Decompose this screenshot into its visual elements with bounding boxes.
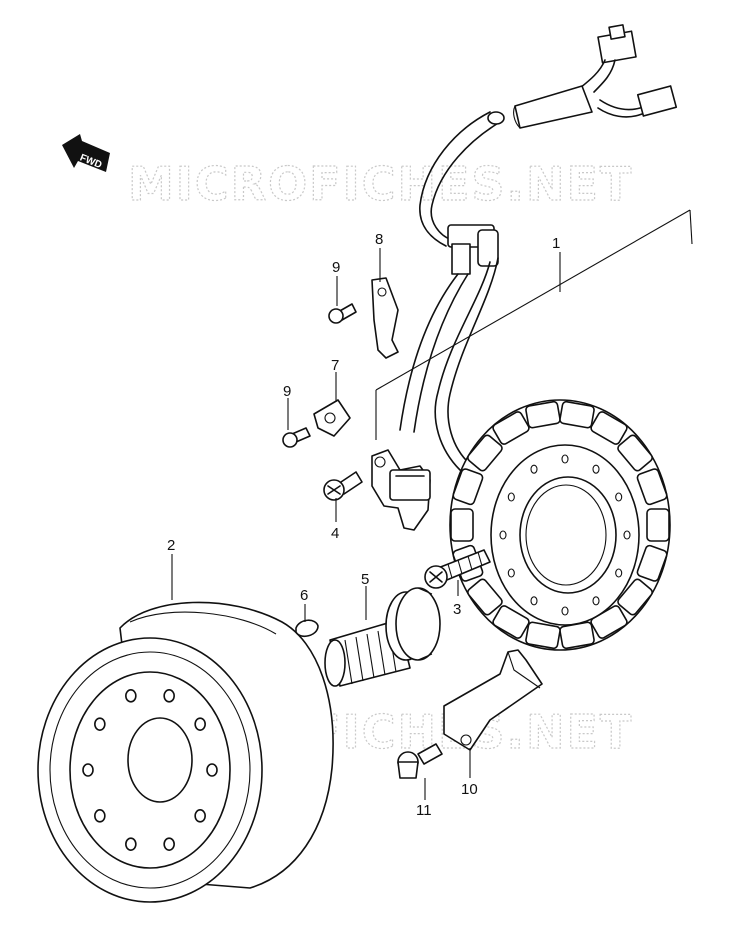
callout-6: 6 — [300, 587, 308, 604]
stator-tooth — [492, 605, 530, 639]
rotor-flywheel — [37, 601, 334, 903]
wiring-harness — [399, 24, 678, 471]
rotor-hole — [163, 689, 175, 703]
rotor-hole — [194, 717, 206, 731]
rotor-hole — [206, 763, 218, 777]
stator-tooth — [636, 544, 668, 582]
stator-tooth — [646, 508, 670, 542]
callout-11: 11 — [416, 802, 432, 819]
stator-tooth — [450, 508, 474, 542]
rotor-hole — [194, 809, 206, 823]
stator-tooth — [559, 400, 595, 429]
screw-9-lower — [282, 427, 311, 448]
rotor-hole — [125, 837, 137, 851]
stator-tooth — [525, 621, 561, 650]
stator-bolt-hole — [561, 454, 569, 464]
clamp-screw-4 — [323, 471, 363, 501]
stator-tooth — [492, 411, 530, 445]
callout-4: 4 — [331, 525, 339, 542]
stator-screw — [424, 549, 491, 589]
stator-bolt-hole — [507, 568, 515, 578]
callout-7: 7 — [331, 357, 339, 374]
callout-9-lower: 9 — [283, 383, 291, 400]
stator-bolt-hole — [530, 464, 538, 474]
stator-tooth — [617, 434, 653, 472]
stator-tooth — [590, 411, 628, 445]
callout-2: 2 — [167, 537, 175, 554]
screw-9-upper — [328, 303, 357, 324]
fwd-arrow-icon: FWD — [62, 134, 110, 172]
callout-10: 10 — [461, 781, 478, 798]
rotor-hole — [94, 809, 106, 823]
bracket-10 — [443, 649, 543, 751]
rotor-bolt — [324, 587, 441, 687]
woodruff-key — [295, 619, 319, 638]
leader-part-1 — [375, 209, 693, 440]
wire-clamp-7 — [313, 399, 351, 437]
rotor-hole — [163, 837, 175, 851]
guide-plate-8 — [371, 277, 399, 359]
stator-bolt-hole — [507, 492, 515, 502]
stator-tooth — [467, 434, 503, 472]
rotor-hole — [125, 689, 137, 703]
stator-bolt-hole — [561, 606, 569, 616]
stator-bolt-hole — [615, 492, 623, 502]
stator-bolt-hole — [499, 530, 507, 540]
callout-5: 5 — [361, 571, 369, 588]
callout-9-upper: 9 — [332, 259, 340, 276]
stator-tooth — [617, 578, 653, 616]
callout-8: 8 — [375, 231, 383, 248]
watermark-top: MICROFICHES.NET — [128, 157, 633, 211]
stator-coil — [449, 399, 671, 651]
rotor-hole — [94, 717, 106, 731]
wire-clamp-bracket — [371, 449, 431, 531]
stator-bolt-hole — [615, 568, 623, 578]
bolt-11 — [397, 743, 443, 779]
stator-bolt-hole — [592, 596, 600, 606]
callout-3: 3 — [453, 601, 461, 618]
stator-bolt-hole — [592, 464, 600, 474]
stator-bolt-hole — [530, 596, 538, 606]
rotor-hole — [82, 763, 94, 777]
stator-tooth — [452, 468, 484, 506]
callout-1: 1 — [552, 235, 560, 252]
stator-tooth — [636, 468, 668, 506]
callout-leaders — [171, 248, 471, 800]
stator-tooth — [525, 400, 561, 429]
stator-bolt-hole — [623, 530, 631, 540]
stator-tooth — [467, 578, 503, 616]
